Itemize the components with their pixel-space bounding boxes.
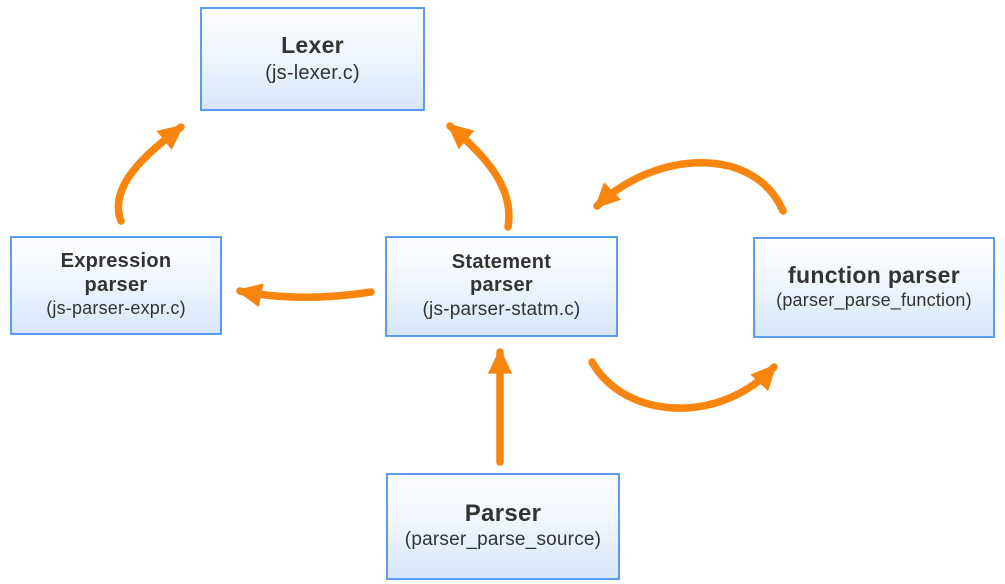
node-lexer: Lexer (js-lexer.c) [200, 7, 425, 111]
node-function-parser-subtitle: (parser_parse_function) [776, 290, 972, 311]
node-statement-parser-title: Statement parser [451, 250, 552, 297]
arrow-statement-to-function [588, 358, 778, 412]
node-function-parser-title: function parser [788, 262, 960, 289]
node-parser-title: Parser [464, 500, 542, 527]
node-lexer-title: Lexer [281, 32, 344, 59]
node-lexer-subtitle: (js-lexer.c) [265, 61, 360, 84]
node-function-parser: function parser (parser_parse_function) [753, 237, 995, 338]
arrow-statement-to-expression [236, 283, 375, 308]
arrow-expression-to-lexer [114, 123, 185, 225]
node-expression-parser: Expression parser (js-parser-expr.c) [10, 236, 222, 335]
arrow-statement-to-lexer [446, 122, 513, 231]
node-expression-parser-subtitle: (js-parser-expr.c) [46, 298, 186, 319]
node-parser-subtitle: (parser_parse_source) [404, 529, 602, 551]
arrow-function-to-statement [593, 159, 787, 215]
node-statement-parser: Statement parser (js-parser-statm.c) [385, 236, 618, 337]
node-statement-parser-subtitle: (js-parser-statm.c) [422, 298, 581, 320]
node-expression-parser-title: Expression parser [60, 250, 172, 296]
node-parser: Parser (parser_parse_source) [386, 473, 620, 580]
